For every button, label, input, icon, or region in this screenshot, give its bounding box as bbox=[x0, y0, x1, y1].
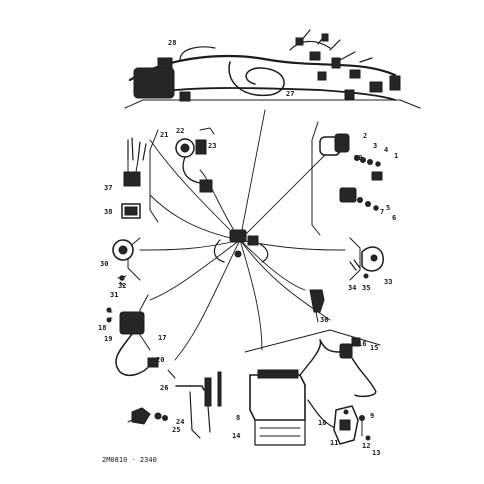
label-7: 7 bbox=[380, 208, 384, 216]
ignition-coil-17 bbox=[106, 307, 159, 377]
label-21: 21 bbox=[160, 131, 168, 139]
label-15: 15 bbox=[370, 344, 378, 352]
horn-30 bbox=[112, 239, 134, 287]
label-16: 16 bbox=[358, 340, 366, 348]
label-38: 38 bbox=[104, 208, 112, 216]
relay-37 bbox=[123, 137, 147, 187]
flasher-38 bbox=[121, 203, 141, 219]
label-32: 32 bbox=[118, 282, 126, 290]
label-19: 19 bbox=[104, 335, 112, 343]
label-8: 8 bbox=[236, 414, 240, 422]
label-25: 25 bbox=[172, 426, 180, 434]
label-31: 31 bbox=[110, 291, 118, 299]
label-30: 30 bbox=[100, 260, 108, 268]
label-35: 35 bbox=[362, 284, 370, 292]
label-4: 4 bbox=[384, 146, 388, 154]
rod-26 bbox=[127, 371, 222, 439]
cover-33 bbox=[349, 246, 384, 279]
label-18: 18 bbox=[98, 324, 106, 332]
reference-code: 2M0810 - 2340 bbox=[102, 456, 157, 464]
tail-lamp-assembly bbox=[319, 133, 383, 211]
label-34: 34 bbox=[348, 284, 356, 292]
label-3: 3 bbox=[373, 142, 377, 150]
label-6: 6 bbox=[392, 214, 396, 222]
label-13: 13 bbox=[372, 449, 380, 457]
label-23: 23 bbox=[208, 142, 216, 150]
label-27: 27 bbox=[286, 90, 294, 98]
label-29: 29 bbox=[354, 154, 362, 162]
part-labels: 28 27 21 22 23 37 38 30 32 31 18 19 17 2… bbox=[98, 39, 398, 457]
battery-14 bbox=[249, 339, 322, 446]
rectifier-bracket bbox=[333, 405, 371, 445]
label-33: 33 bbox=[384, 278, 392, 286]
label-22: 22 bbox=[176, 127, 184, 135]
label-11: 11 bbox=[330, 439, 338, 447]
ignition-switch-21 bbox=[175, 127, 215, 193]
label-24: 24 bbox=[176, 418, 184, 426]
label-14: 14 bbox=[232, 432, 240, 440]
label-37: 37 bbox=[104, 184, 112, 192]
label-9: 9 bbox=[370, 412, 374, 420]
label-28: 28 bbox=[168, 39, 176, 47]
label-1: 1 bbox=[394, 152, 398, 160]
label-26: 26 bbox=[160, 384, 168, 392]
label-36: 36 bbox=[320, 316, 328, 324]
central-junction bbox=[213, 229, 269, 263]
label-10: 10 bbox=[318, 419, 326, 427]
label-17: 17 bbox=[158, 334, 166, 342]
neutral-switch-36 bbox=[309, 289, 325, 323]
label-2: 2 bbox=[363, 132, 367, 140]
main-wire-harness bbox=[128, 29, 401, 102]
label-12: 12 bbox=[362, 442, 370, 450]
label-20: 20 bbox=[156, 356, 164, 364]
label-5: 5 bbox=[386, 204, 390, 212]
